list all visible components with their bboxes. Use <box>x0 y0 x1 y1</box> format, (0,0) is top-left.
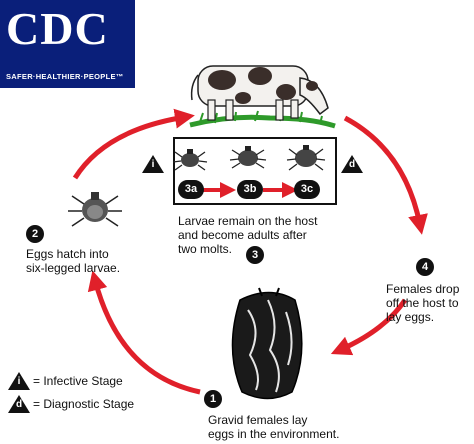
diagnostic-stage-marker: d <box>341 155 363 173</box>
substage-3c-label: 3c <box>294 180 320 199</box>
stage-1-caption: Gravid females lay eggs in the environme… <box>208 413 339 441</box>
stage-3-line-3: two molts. <box>178 242 233 256</box>
stage-1-number: 1 <box>204 390 222 408</box>
stage-2-number: 2 <box>26 225 44 243</box>
stage-2-caption: Eggs hatch into six-legged larvae. <box>26 247 120 275</box>
tick-3c-illustration <box>286 145 326 171</box>
arrow-host-to-drop <box>343 115 428 235</box>
substage-3b-label: 3b <box>237 180 263 199</box>
legend-diagnostic-marker: d <box>8 395 30 413</box>
legend-infective-symbol: i <box>17 376 21 387</box>
arrow-eggs-to-larvae <box>87 270 201 395</box>
legend-diagnostic-symbol: d <box>15 399 23 410</box>
larva-tick-illustration <box>68 192 122 227</box>
stage-4-line-2: off the host to <box>386 296 459 310</box>
stage-4-line-1: Females drop <box>386 282 460 296</box>
stage-3-caption: Larvae remain on the host and become adu… <box>178 214 317 256</box>
legend-infective-label: = Infective Stage <box>33 374 123 388</box>
stage-4-caption: Females drop off the host to lay eggs. <box>386 282 459 324</box>
logo-text: CDC <box>6 3 109 54</box>
tick-3a-illustration <box>172 149 208 171</box>
stage-3-line-1: Larvae remain on the host <box>178 214 318 228</box>
infective-stage-marker: i <box>142 155 164 173</box>
arrow-drop-to-eggs <box>330 298 408 356</box>
gravid-female-tick-illustration <box>231 287 303 400</box>
cdc-logo: CDC SAFER·HEALTHIER·PEOPLE™ <box>0 0 135 88</box>
arrow-larvae-to-host <box>72 108 195 180</box>
legend-infective-marker: i <box>8 372 30 390</box>
stage-1-line-2: eggs in the environment. <box>208 427 340 441</box>
infective-symbol: i <box>151 159 155 170</box>
tick-3b-illustration <box>229 146 267 169</box>
legend-diagnostic-label: = Diagnostic Stage <box>33 397 135 411</box>
stage-2-line-1: Eggs hatch into <box>26 247 109 261</box>
stage-1-line-1: Gravid females lay <box>208 413 308 427</box>
substage-3a-label: 3a <box>178 180 204 199</box>
stage-4-number: 4 <box>416 258 434 276</box>
stage-3-line-2: and become adults after <box>178 228 307 242</box>
stage-4-line-3: lay eggs. <box>386 310 435 324</box>
stage-2-line-2: six-legged larvae. <box>26 261 121 275</box>
cow-host-illustration <box>189 65 336 129</box>
stage-3-number: 3 <box>246 246 264 264</box>
logo-tagline: SAFER·HEALTHIER·PEOPLE™ <box>6 72 124 81</box>
diagnostic-symbol: d <box>348 159 356 170</box>
